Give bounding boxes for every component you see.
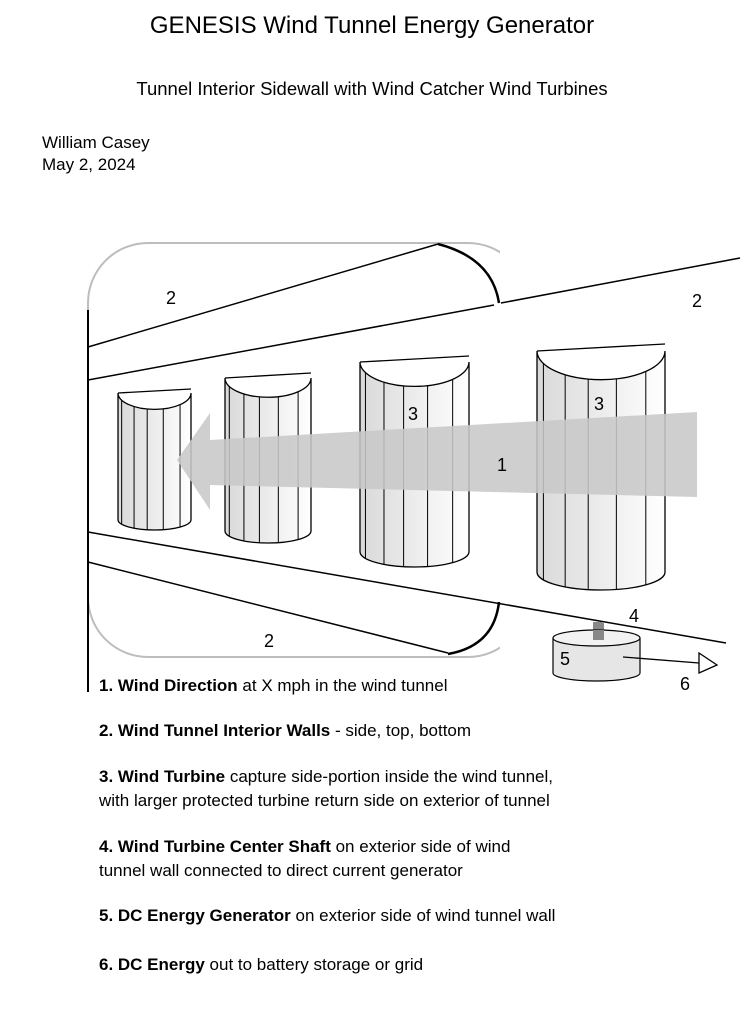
label-wind: 1: [497, 455, 507, 475]
legend-item-2: 2. Wind Tunnel Interior Walls - side, to…: [99, 719, 471, 743]
author-name: William Casey: [42, 133, 150, 152]
legend-desc: capture side-portion inside the wind tun…: [225, 767, 554, 786]
legend-term: 1. Wind Direction: [99, 676, 238, 695]
author-block: William Casey May 2, 2024: [42, 132, 150, 176]
energy-out-arrowhead-icon: [698, 651, 719, 675]
legend-item-5: 5. DC Energy Generator on exterior side …: [99, 904, 555, 928]
label-wall-top-left: 2: [166, 288, 176, 308]
legend-term: 2. Wind Tunnel Interior Walls: [99, 721, 331, 740]
top-corner-arc: [437, 242, 501, 304]
label-generator: 5: [560, 649, 570, 669]
label-turbine-a: 3: [408, 404, 418, 424]
legend-item-1: 1. Wind Direction at X mph in the wind t…: [99, 674, 448, 698]
legend-desc: on exterior side of wind: [330, 837, 511, 856]
subtitle: Tunnel Interior Sidewall with Wind Catch…: [136, 78, 608, 99]
turbine-cap-edge: [359, 355, 470, 363]
legend-item-6: 6. DC Energy out to battery storage or g…: [99, 953, 423, 977]
label-wall-top-right: 2: [692, 291, 702, 311]
legend-term: 5. DC Energy Generator: [99, 906, 291, 925]
label-turbine-b: 3: [594, 394, 604, 414]
floor-line: [87, 531, 727, 644]
legend-desc: on exterior side of wind tunnel wall: [290, 906, 556, 925]
legend-item-3: 3. Wind Turbine capture side-portion ins…: [99, 765, 553, 813]
legend-desc: out to battery storage or grid: [204, 955, 424, 974]
legend-desc: at X mph in the wind tunnel: [237, 676, 448, 695]
legend-term: 3. Wind Turbine: [99, 767, 226, 786]
legend-item-4: 4. Wind Turbine Center Shaft on exterior…: [99, 835, 510, 883]
turbine-cap-edge: [536, 343, 666, 352]
legend-term: 6. DC Energy: [99, 955, 205, 974]
author-date: May 2, 2024: [42, 155, 136, 174]
turbine-cap-edge: [224, 372, 312, 379]
bottom-corner-arc: [447, 601, 501, 656]
legend-desc-line2: tunnel wall connected to direct current …: [99, 861, 463, 880]
label-wall-bottom: 2: [264, 631, 274, 651]
label-shaft: 4: [629, 606, 639, 626]
shaft-base: [593, 630, 604, 640]
page-title: GENESIS Wind Tunnel Energy Generator: [149, 12, 595, 39]
wind-turbine: [117, 388, 192, 531]
legend-term: 4. Wind Turbine Center Shaft: [99, 837, 331, 856]
legend-desc-line2: with larger protected turbine return sid…: [99, 791, 550, 810]
wind-direction-arrow: [177, 412, 697, 510]
legend-desc: - side, top, bottom: [330, 721, 472, 740]
top-wall-line: [87, 243, 439, 348]
label-energy-out: 6: [680, 674, 690, 694]
ceiling-line-ext: [500, 257, 741, 304]
ceiling-line: [87, 304, 495, 381]
turbine-cap-edge: [117, 388, 192, 394]
bottom-wall-line: [87, 561, 449, 654]
energy-out-line: [622, 656, 700, 664]
generator-body: [552, 638, 641, 682]
turbine-body: [117, 392, 192, 531]
